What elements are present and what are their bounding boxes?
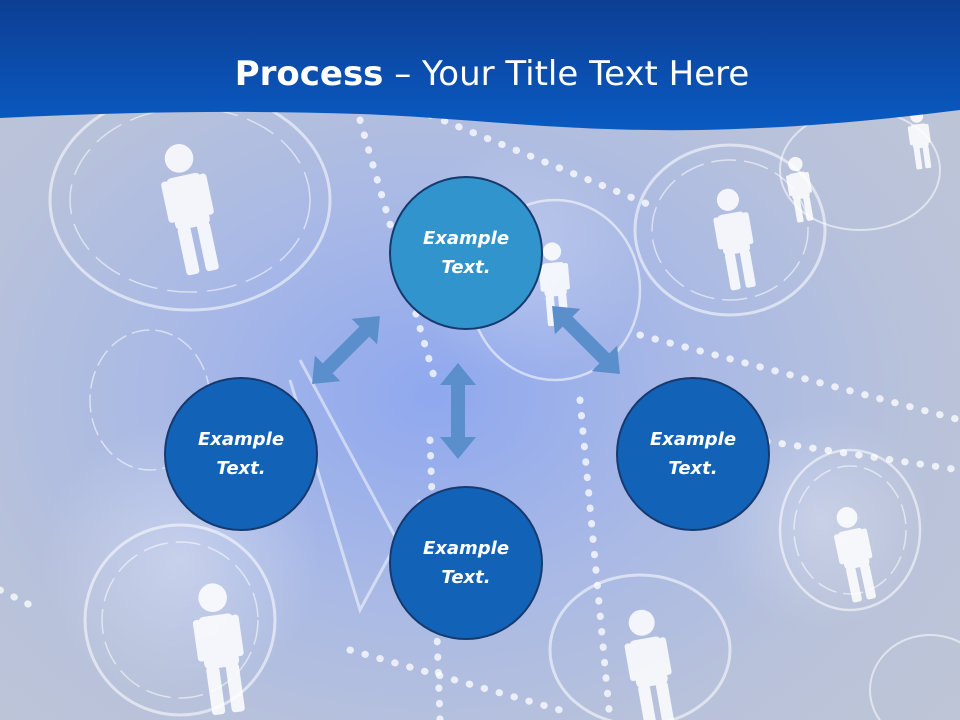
arrow-top-right xyxy=(539,293,633,387)
title-rest-part: – Your Title Text Here xyxy=(383,54,750,94)
title-bold-part: Process xyxy=(234,54,384,94)
arrow-center-vertical xyxy=(440,363,476,459)
slide-title: Process – Your Title Text Here xyxy=(0,52,960,96)
process-node-left[interactable]: Example Text. xyxy=(164,377,318,531)
arrow-top-left xyxy=(299,303,393,397)
node-left-label: Example Text. xyxy=(197,429,285,479)
title-banner xyxy=(0,0,960,131)
node-top-label: Example Text. xyxy=(422,228,510,278)
process-node-bottom[interactable]: Example Text. xyxy=(389,486,543,640)
node-bottom-label: Example Text. xyxy=(422,538,510,588)
process-node-top[interactable]: Example Text. xyxy=(389,176,543,330)
process-node-right[interactable]: Example Text. xyxy=(616,377,770,531)
node-right-label: Example Text. xyxy=(649,429,737,479)
